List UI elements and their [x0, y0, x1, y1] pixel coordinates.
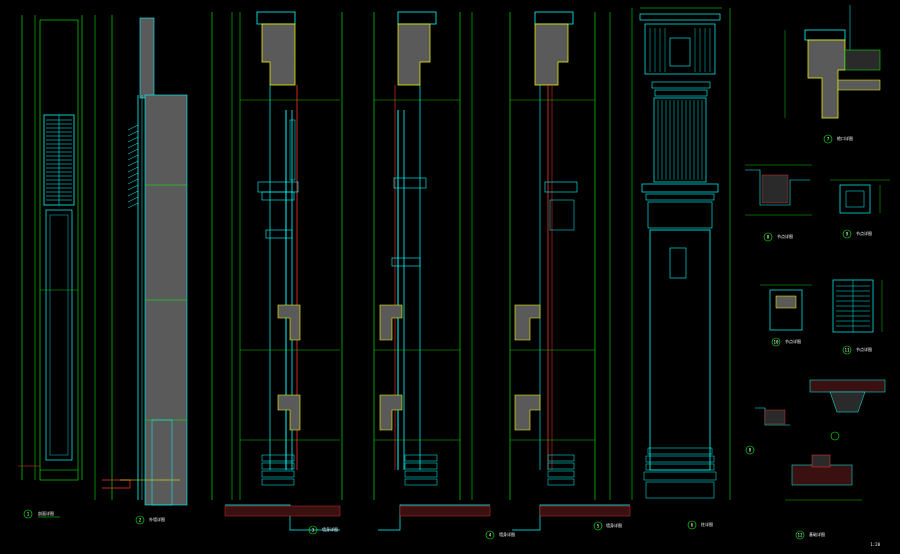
detail-8-node: 8 节点详图	[745, 164, 812, 242]
panel-2-wall-section: 2 外墙详图	[94, 15, 188, 525]
shaft-fluting	[657, 100, 703, 180]
panel-1-shutter-elevation: 1 剖面详图	[18, 15, 83, 519]
detail-number-11: 11	[844, 348, 850, 353]
detail-title-1: 剖面详图	[38, 510, 54, 516]
detail-9-node: 9 节点详图	[830, 179, 890, 239]
detail-title-9: 节点详图	[856, 230, 872, 236]
insulation-hatch	[127, 124, 139, 209]
detail-title-6: 柱详图	[701, 521, 713, 527]
detail-number-12: 12	[797, 533, 803, 538]
louver-slats	[46, 115, 72, 205]
detail-number-10: 10	[773, 340, 779, 345]
detail-number-6: 6	[691, 523, 694, 528]
detail-number-5: 5	[597, 524, 600, 529]
detail-sill: 8	[745, 407, 790, 455]
detail-number-8: 8	[767, 235, 770, 240]
detail-title-7: 檐口详图	[837, 135, 853, 141]
column-base	[643, 447, 717, 499]
detail-number-9: 9	[846, 232, 849, 237]
detail-number-2: 2	[139, 518, 142, 523]
detail-number-3: 3	[312, 528, 315, 533]
detail-number-4: 4	[489, 533, 492, 538]
detail-number-1: 1	[27, 512, 30, 517]
detail-title-11: 节点详图	[856, 346, 872, 352]
detail-title-10: 节点详图	[785, 338, 801, 344]
plinth-steps	[547, 454, 575, 486]
detail-number-sill: 8	[749, 448, 752, 453]
detail-title-3: 墙身详图	[322, 526, 338, 532]
sheet-scale: 1:20	[870, 542, 880, 547]
detail-title-4: 墙身详图	[499, 531, 515, 537]
detail-title-5: 墙身详图	[606, 522, 622, 528]
detail-7-eave: 7 檐口详图	[784, 5, 881, 144]
detail-number-7: 7	[827, 137, 830, 142]
detail-11-shutter: 11 节点详图	[832, 279, 883, 355]
detail-title-12: 基础详图	[809, 531, 825, 537]
plinth-steps	[261, 454, 295, 486]
detail-title-2: 外墙详图	[149, 516, 165, 522]
detail-12-foundation: 12 基础详图	[785, 379, 886, 540]
panel-4-wall-section: 4 墙身详图	[373, 11, 515, 540]
plinth-steps	[404, 454, 438, 486]
capital-fluting	[649, 28, 711, 72]
panel-6-column-elevation: 6 柱详图	[631, 7, 731, 530]
panel-3-wall-section: 3 墙身详图	[211, 11, 343, 535]
panel-5-wall-section: 墙身详图 5	[509, 11, 631, 531]
detail-10-node: 10 节点详图	[760, 284, 812, 347]
detail-title-8: 节点详图	[777, 233, 793, 239]
